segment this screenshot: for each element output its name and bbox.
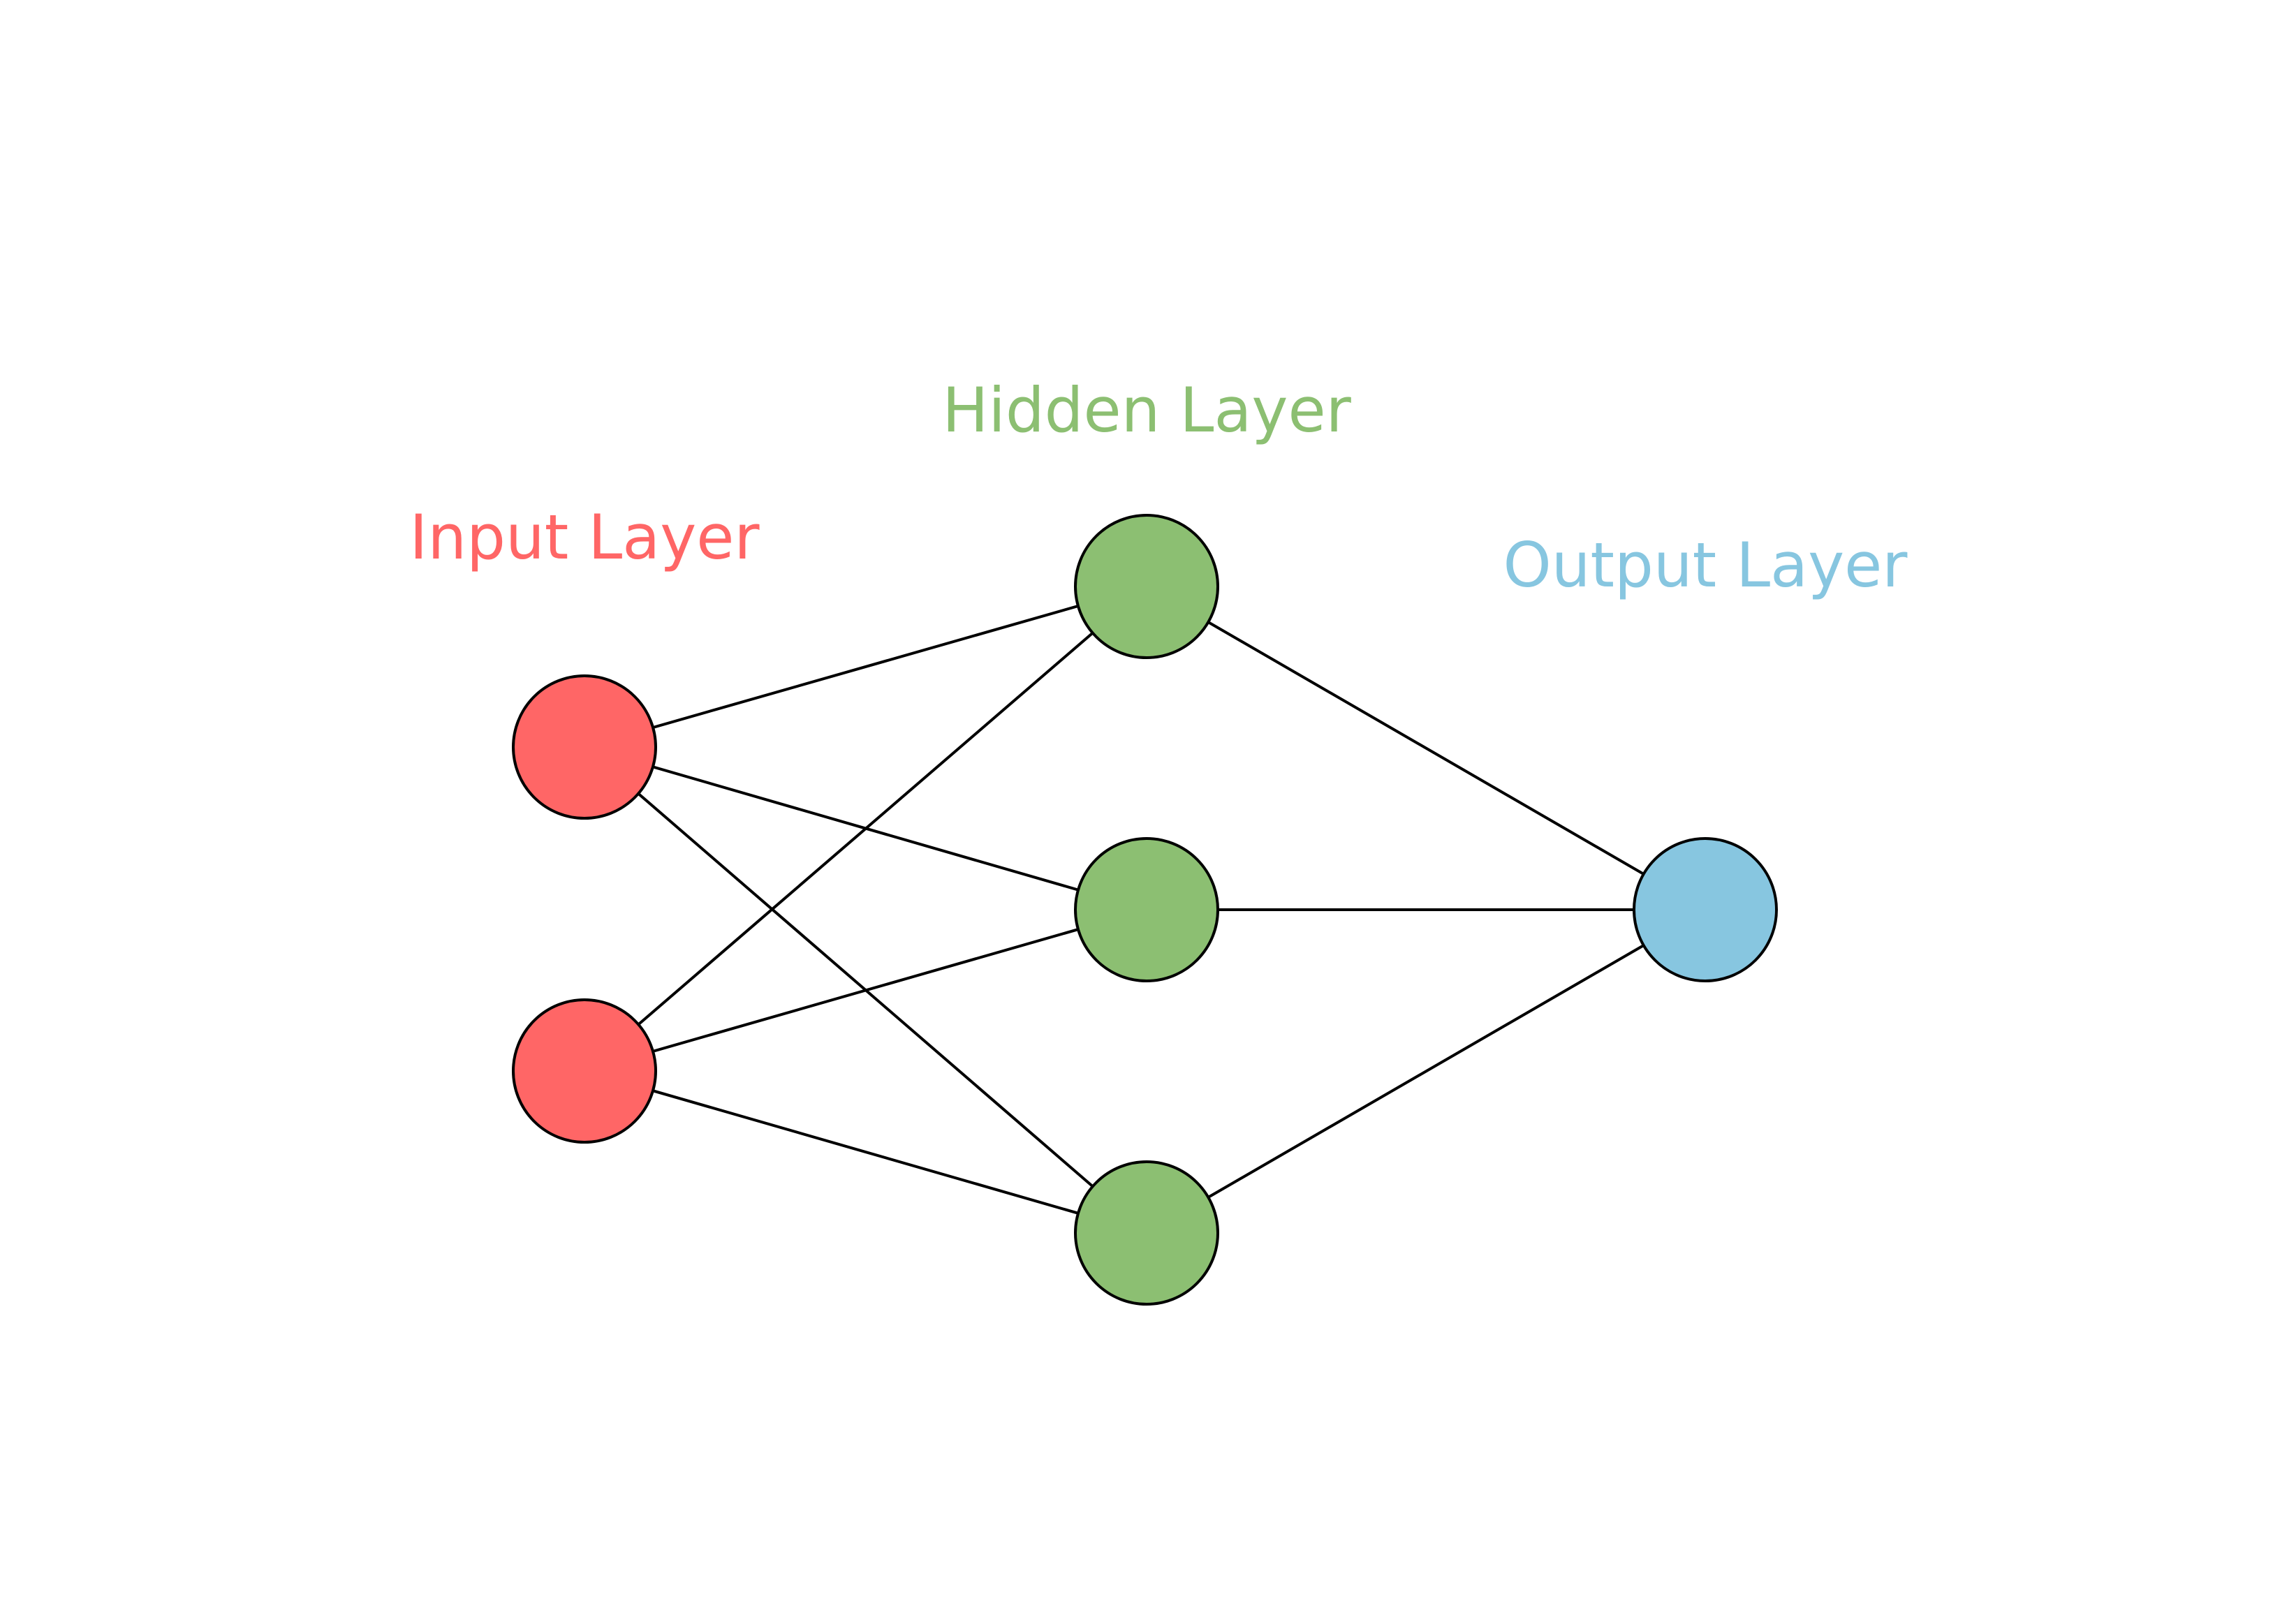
input-layer-label: Input Layer (409, 501, 760, 573)
output-node-1 (1633, 837, 1778, 982)
edge-input2-hidden2 (584, 908, 1147, 1072)
edge-input2-hidden3 (584, 1070, 1147, 1234)
edge-input2-hidden1 (583, 585, 1148, 1072)
connections (583, 585, 1707, 1234)
layer-labels: Input Layer Hidden Layer Output Layer (409, 374, 1908, 601)
edge-hidden1-output1 (1145, 585, 1707, 911)
hidden-node-3 (1074, 1160, 1219, 1306)
input-node-2 (512, 998, 657, 1144)
hidden-layer-label: Hidden Layer (942, 374, 1351, 446)
input-node-1 (512, 674, 657, 820)
hidden-node-2 (1074, 837, 1219, 982)
edge-hidden3-output1 (1145, 908, 1707, 1234)
nodes (512, 514, 1778, 1306)
output-layer-label: Output Layer (1503, 529, 1908, 601)
edge-input1-hidden1 (584, 585, 1147, 748)
hidden-node-1 (1074, 514, 1219, 659)
